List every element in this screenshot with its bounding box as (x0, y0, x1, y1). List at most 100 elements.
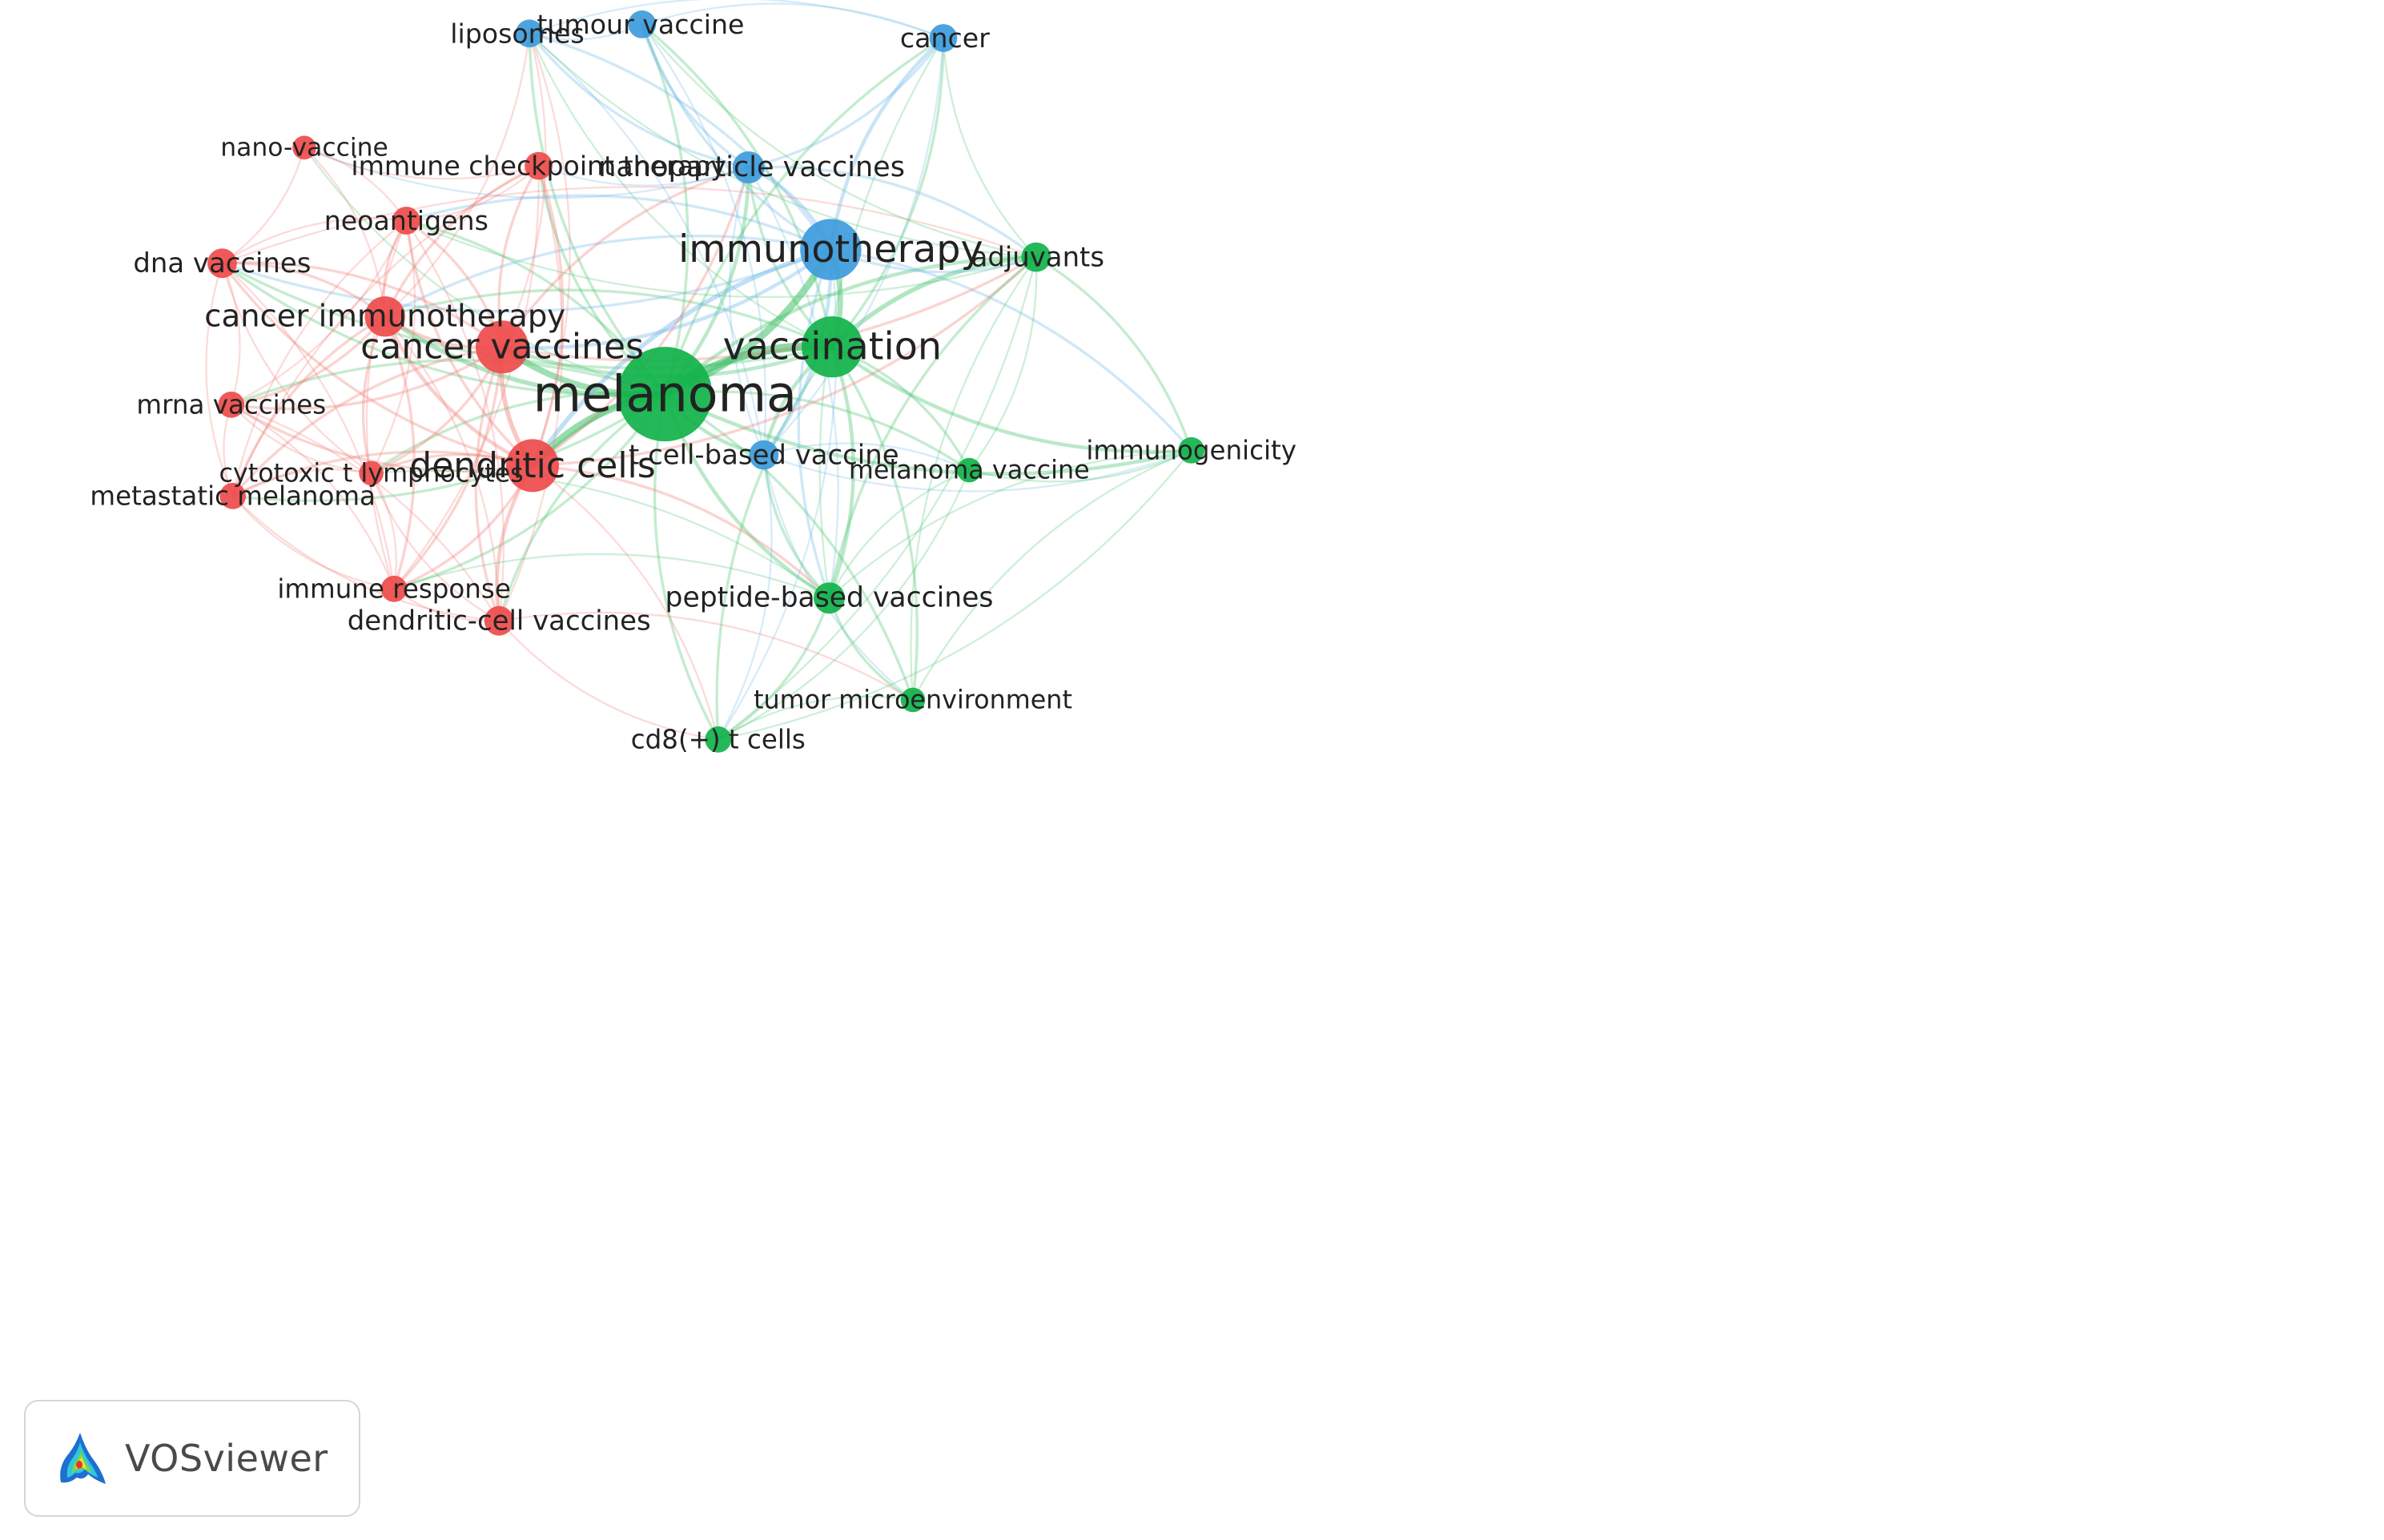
edge-tumor_microenvironment-cd8_t_cells (717, 695, 915, 741)
node-liposomes[interactable] (515, 19, 544, 48)
edge-vaccination-cancer (830, 36, 945, 348)
node-melanoma-vaccine[interactable] (957, 457, 982, 483)
node-label-neoantigens[interactable]: neoantigens (324, 205, 488, 236)
edge-dendritic_cells-liposomes (529, 32, 571, 467)
node-label-adjuvants[interactable]: adjuvants (971, 242, 1104, 273)
node-nanoparticle-vaccines[interactable] (732, 151, 765, 183)
node-tumour-vaccine[interactable] (628, 10, 657, 38)
edge-dna_vaccines-immune_response (221, 262, 396, 590)
edge-vaccination-tumor_microenvironment (830, 345, 919, 702)
edge-immunotherapy-tumour_vaccine (641, 22, 833, 251)
node-label-mrna-vaccines[interactable]: mrna vaccines (136, 389, 326, 420)
node-label-metastatic-melanoma[interactable]: metastatic melanoma (90, 480, 376, 511)
node-mrna-vaccines[interactable] (218, 392, 245, 418)
node-adjuvants[interactable] (1021, 242, 1051, 272)
node-label-cd8-t-cells[interactable]: cd8(+) t cells (631, 724, 806, 754)
node-label-cancer-vaccines[interactable]: cancer vaccines (360, 327, 644, 368)
edge-cancer_vaccines-mrna_vaccines (230, 345, 504, 411)
edge-nanoparticle_vaccines-t_cell_based_vaccine (729, 166, 765, 456)
node-label-immune-checkpoint-therapy[interactable]: immune checkpoint therapy (351, 151, 726, 182)
node-immune-response[interactable] (380, 575, 408, 602)
node-label-tumor-microenvironment[interactable]: tumor microenvironment (754, 686, 1072, 715)
edge-nano_vaccine-nanoparticle_vaccines (303, 147, 750, 199)
node-tumor-microenvironment[interactable] (900, 687, 926, 713)
node-label-t-cell-based-vaccine[interactable]: t cell-based vaccine (629, 440, 899, 471)
node-label-immunogenicity[interactable]: immunogenicity (1086, 435, 1297, 465)
node-label-vaccination[interactable]: vaccination (723, 325, 942, 369)
edge-vaccination-peptide_based_vaccines (827, 344, 855, 600)
node-label-dendritic-cell-vaccines[interactable]: dendritic-cell vaccines (348, 605, 651, 637)
node-layer (207, 10, 1205, 753)
edge-melanoma-adjuvants (663, 255, 1039, 396)
node-label-liposomes[interactable]: liposomes (450, 18, 584, 49)
node-cancer[interactable] (929, 24, 958, 52)
edge-mrna_vaccines-cytotoxic_t_lymphocytes (230, 404, 372, 475)
edge-melanoma-liposomes (528, 32, 666, 396)
edge-vaccination-cancer_immunotherapy (384, 288, 834, 348)
edge-immune_response-peptide_based_vaccines (392, 553, 830, 599)
node-label-cytotoxic-t-lymphocytes[interactable]: cytotoxic t lymphocytes (219, 458, 523, 488)
node-immune-checkpoint-therapy[interactable] (525, 151, 553, 180)
node-label-immune-response[interactable]: immune response (277, 573, 510, 604)
edge-immunotherapy-liposomes (528, 32, 833, 251)
edge-immunotherapy-dna_vaccines (220, 247, 833, 313)
edge-peptide_based_vaccines-tumor_microenvironment (827, 597, 915, 702)
edge-cancer_immunotherapy-immune_checkpoint_therapy (384, 164, 541, 318)
edge-melanoma-cancer (663, 36, 945, 396)
edge-immune_checkpoint_therapy-immune_response (392, 164, 540, 590)
node-label-nanoparticle-vaccines[interactable]: nanoparticle vaccines (598, 151, 905, 183)
edge-dendritic_cells-neoantigens (404, 219, 534, 468)
edge-melanoma-tumor_microenvironment (663, 392, 915, 702)
node-metastatic-melanoma[interactable] (219, 483, 247, 509)
node-cancer-immunotherapy[interactable] (364, 296, 405, 337)
edge-tumour_vaccine-t_cell_based_vaccine (641, 23, 767, 456)
edge-cancer_vaccines-immune_response (392, 345, 504, 590)
edge-peptide_based_vaccines-cd8_t_cells (717, 597, 831, 742)
edge-cancer_immunotherapy-dna_vaccines (220, 261, 387, 318)
edge-liposomes-nanoparticle_vaccines (528, 32, 750, 169)
edge-nano_vaccine-neoantigens (303, 147, 408, 222)
node-label-nano-vaccine[interactable]: nano-vaccine (220, 133, 388, 162)
edge-cancer_immunotherapy-mrna_vaccines (230, 315, 387, 407)
node-label-cancer-immunotherapy[interactable]: cancer immunotherapy (204, 299, 565, 335)
node-label-dendritic-cells[interactable]: dendritic cells (409, 445, 655, 486)
edge-melanoma-immunogenicity (663, 392, 1193, 476)
edge-cytotoxic_t_lymphocytes-immune_response (370, 472, 397, 590)
edge-dendritic_cells-immune_checkpoint_therapy (531, 164, 565, 468)
edge-immunogenicity-melanoma_vaccine (968, 449, 1192, 483)
node-cd8-t-cells[interactable] (705, 726, 732, 753)
node-cancer-vaccines[interactable] (476, 320, 529, 374)
node-label-peptide-based-vaccines[interactable]: peptide-based vaccines (665, 582, 994, 614)
node-label-dna-vaccines[interactable]: dna vaccines (133, 247, 311, 279)
edge-neoantigens-dna_vaccines (221, 217, 408, 264)
edge-mrna_vaccines-immune_response (230, 404, 396, 590)
node-label-cancer[interactable]: cancer (900, 22, 990, 54)
node-dendritic-cell-vaccines[interactable] (484, 605, 514, 636)
node-peptide-based-vaccines[interactable] (814, 582, 845, 614)
node-label-melanoma-vaccine[interactable]: melanoma vaccine (849, 456, 1090, 485)
edge-cancer_immunotherapy-dendritic_cell_vaccines (384, 316, 501, 622)
node-t-cell-based-vaccine[interactable] (749, 440, 779, 470)
node-neoantigens[interactable] (392, 207, 420, 235)
node-label-immunotherapy[interactable]: immunotherapy (678, 227, 983, 271)
edge-metastatic_melanoma-dendritic_cell_vaccines (231, 495, 501, 622)
node-nano-vaccine[interactable] (292, 135, 316, 160)
node-dna-vaccines[interactable] (207, 248, 237, 279)
node-immunogenicity[interactable] (1178, 437, 1205, 464)
edge-dna_vaccines-metastatic_melanoma (205, 262, 234, 497)
node-cytotoxic-t-lymphocytes[interactable] (359, 460, 384, 486)
node-label-melanoma[interactable]: melanoma (533, 365, 797, 424)
edge-cancer_vaccines-adjuvants (501, 255, 1038, 362)
node-label-tumour-vaccine[interactable]: tumour vaccine (537, 9, 744, 40)
edge-neoantigens-immune_response (365, 219, 408, 590)
node-melanoma[interactable] (617, 347, 713, 442)
edge-immunogenicity-peptide_based_vaccines (828, 449, 1192, 599)
node-vaccination[interactable] (802, 316, 863, 378)
edge-tumour_vaccine-cancer (641, 2, 945, 39)
edge-cancer-adjuvants (942, 37, 1038, 259)
edge-neoantigens-cytotoxic_t_lymphocytes (370, 219, 416, 475)
node-immunotherapy[interactable] (800, 219, 862, 280)
edge-adjuvants-cd8_t_cells (717, 255, 1038, 741)
node-dendritic-cells[interactable] (506, 439, 559, 493)
